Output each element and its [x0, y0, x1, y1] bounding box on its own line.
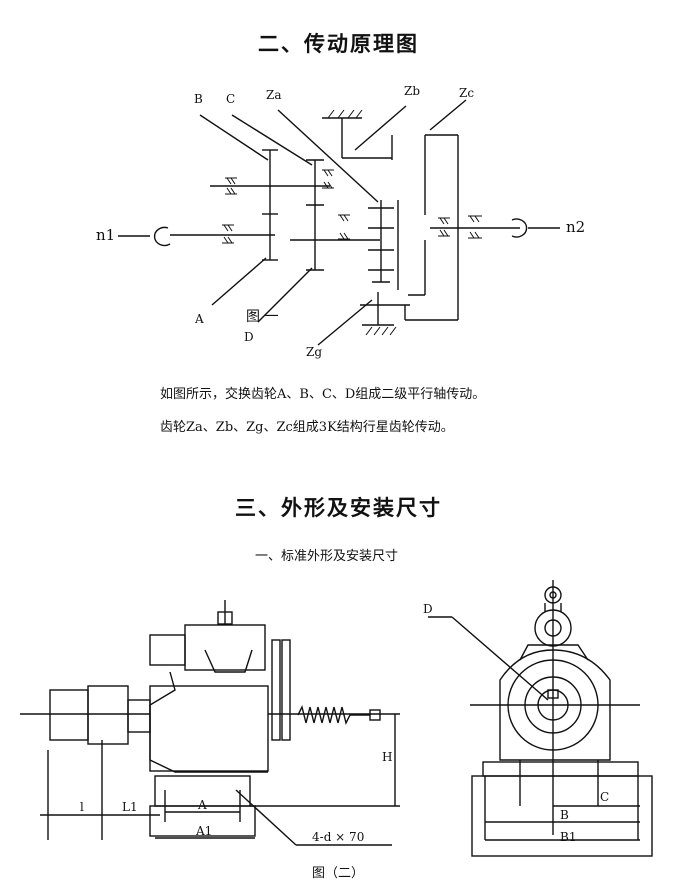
label-Zg: Zg: [306, 345, 323, 359]
label-Zb: Zb: [404, 84, 421, 98]
label-B-front: B: [560, 808, 569, 822]
diagram1-caption: 图 一: [246, 309, 279, 325]
front-view-drawing: [428, 580, 653, 857]
label-A-side: A: [198, 798, 207, 812]
label-D: D: [244, 330, 254, 344]
label-B1: B1: [560, 830, 577, 844]
label-l: l: [80, 800, 84, 814]
label-n1: n1: [96, 226, 116, 244]
label-bolts: 4-d × 70: [312, 830, 365, 844]
paragraph-line-2: 齿轮Za、Zb、Zg、Zc组成3K结构行星齿轮传动。: [160, 420, 454, 435]
label-C: C: [226, 92, 236, 106]
diagram2-caption: 图（二）: [312, 866, 365, 881]
label-Za: Za: [266, 88, 282, 102]
side-view-drawing: [20, 600, 400, 846]
section3-subtitle: 一、标准外形及安装尺寸: [255, 549, 399, 564]
label-B: B: [194, 92, 203, 106]
section2-title: 二、传动原理图: [258, 32, 419, 56]
section3-title: 三、外形及安装尺寸: [235, 496, 442, 520]
label-A: A: [195, 312, 204, 326]
label-D-front: D: [423, 602, 433, 616]
label-A1: A1: [196, 824, 213, 838]
paragraph-line-1: 如图所示，交换齿轮A、B、C、D组成二级平行轴传动。: [160, 387, 486, 402]
label-C-front: C: [600, 790, 610, 804]
label-n2: n2: [566, 218, 586, 236]
label-Zc: Zc: [459, 86, 475, 100]
label-L1: L1: [122, 800, 138, 814]
label-H: H: [382, 750, 393, 764]
